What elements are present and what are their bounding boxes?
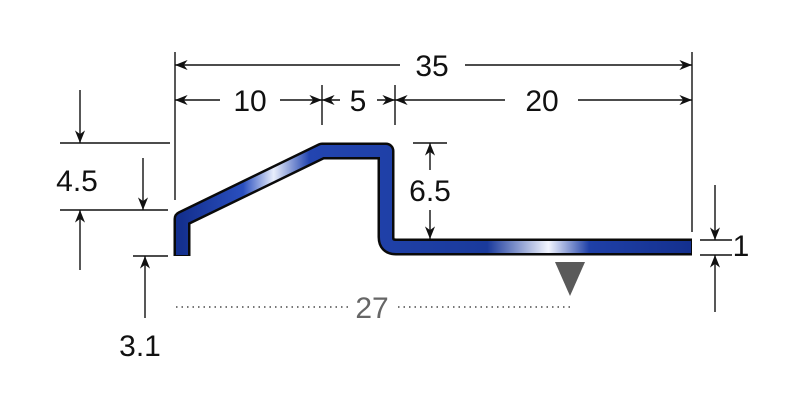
label-35: 35 [415, 50, 448, 83]
profile-shape [173, 142, 692, 256]
label-27: 27 [355, 292, 388, 325]
dimension-segments: 10 5 20 [175, 85, 692, 118]
dimension-thickness: 1 [709, 185, 750, 312]
label-1: 1 [733, 230, 750, 263]
dimension-rise-left: 4.5 [56, 90, 149, 270]
label-10: 10 [233, 85, 266, 118]
label-6-5: 6.5 [409, 175, 451, 208]
reference-marker-triangle [555, 262, 585, 296]
dimension-leg-height: 3.1 [119, 256, 161, 363]
label-20: 20 [525, 85, 558, 118]
dimension-reference-length: 27 [176, 292, 570, 325]
label-4-5: 4.5 [56, 165, 98, 198]
label-5: 5 [350, 85, 367, 118]
label-3-1: 3.1 [119, 330, 161, 363]
dimension-overall-width: 35 [175, 50, 692, 83]
dimension-step-height: 6.5 [409, 143, 451, 239]
extension-lines [60, 52, 732, 257]
